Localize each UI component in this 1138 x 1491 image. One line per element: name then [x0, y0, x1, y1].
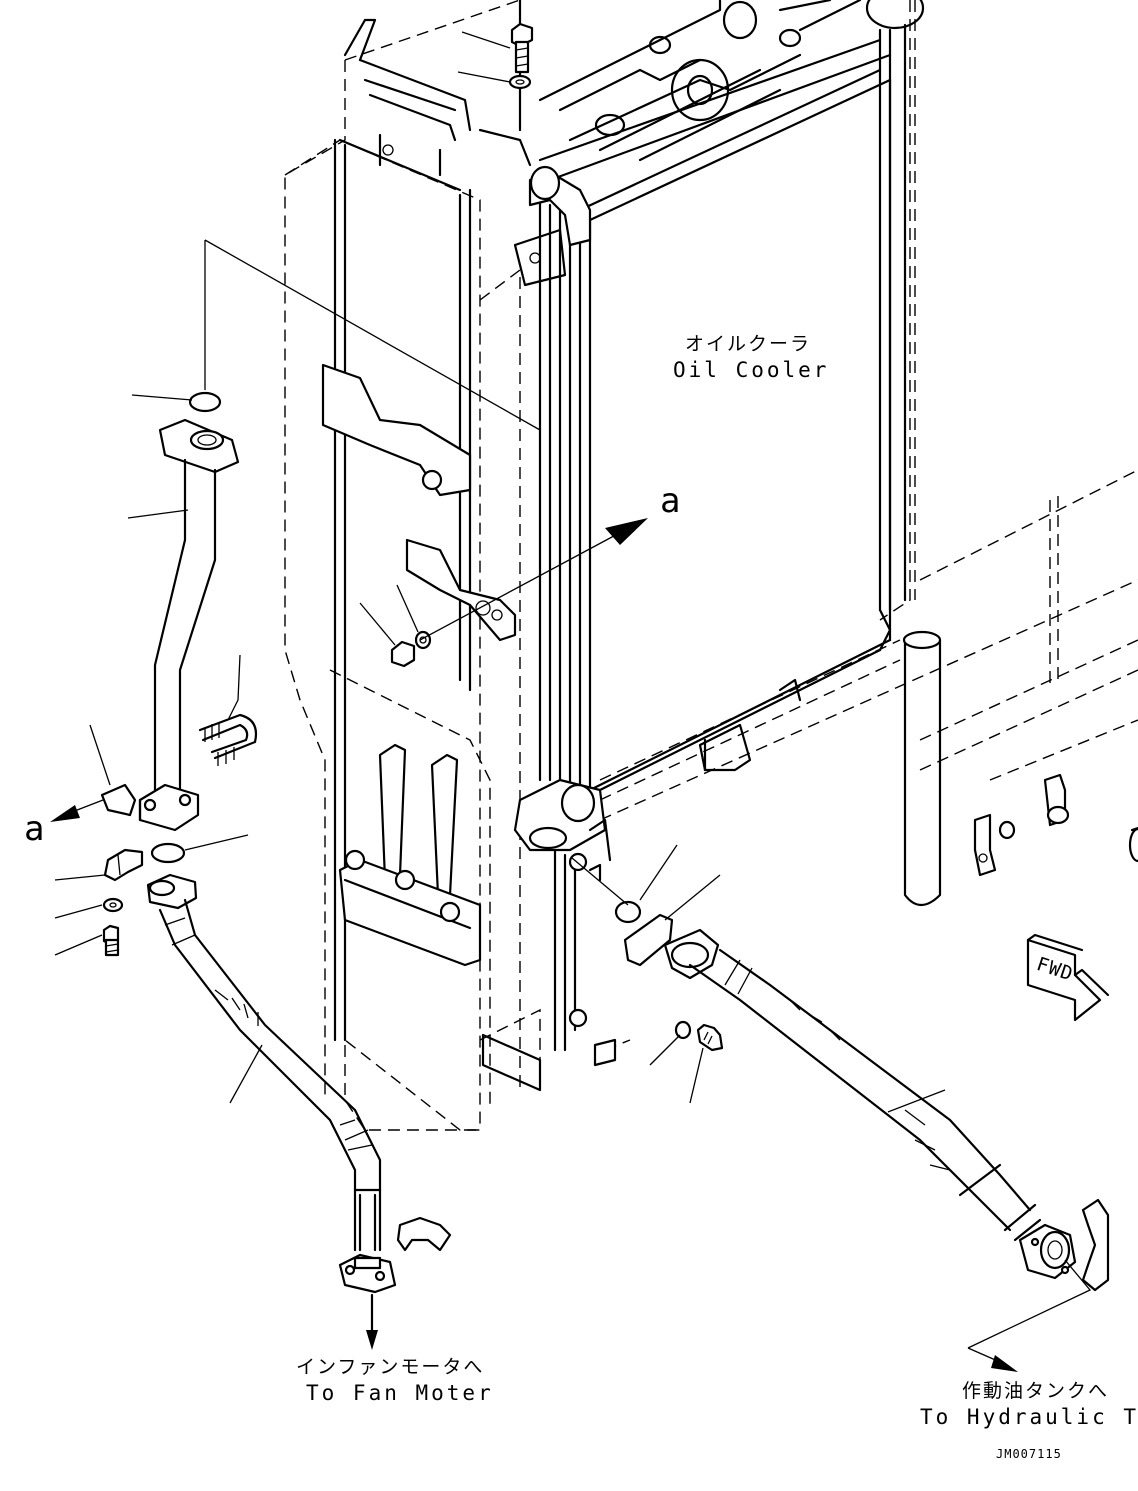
fan-motor-label-en: To Fan Moter: [306, 1381, 494, 1405]
top-bolt-washer: [508, 22, 534, 90]
fwd-marker: [1026, 933, 1110, 1022]
view-ref-label-side: a: [24, 809, 45, 849]
u-bolt: [198, 713, 258, 766]
frame-straps: [321, 363, 542, 1092]
hydraulic-tank-label-en: To Hydraulic Tank: [920, 1405, 1138, 1429]
leader-lines: [50, 31, 1092, 1372]
fan-motor-hose: [158, 898, 452, 1350]
hydraulic-tank-label-jp: 作動油タンクへ: [962, 1380, 1110, 1402]
left-clamp-piece: [100, 783, 137, 817]
hydraulic-tank-hose: [614, 900, 1110, 1292]
fan-motor-label-jp: インファンモータへ: [296, 1356, 485, 1378]
nut-and-washer: [390, 630, 432, 668]
side-post: [902, 630, 1138, 907]
upper-piping-cluster: [478, 0, 925, 612]
oil-cooler-label-jp: オイルクーラ: [685, 333, 812, 355]
left-fitting-hardware: [102, 842, 198, 957]
view-ref-label-top: a: [660, 481, 681, 521]
oil-cooler-label-en: Oil Cooler: [673, 358, 830, 382]
oil-cooler-core: [513, 68, 892, 1067]
left-steel-pipe: [138, 391, 240, 832]
drawing-code: JM007115: [996, 1447, 1062, 1461]
